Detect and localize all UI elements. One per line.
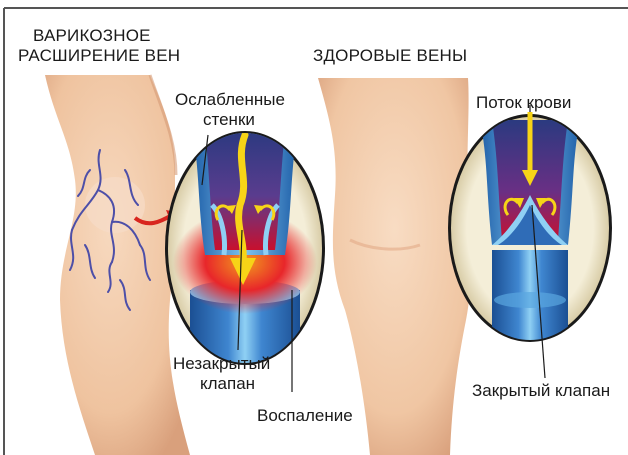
healthy-vein-closeup <box>448 112 612 350</box>
label-weakened-walls-line1: Ослабленные <box>175 90 285 109</box>
label-weakened-walls-line2: стенки <box>203 110 255 129</box>
varicose-vein-closeup <box>165 130 325 380</box>
label-open-valve-line2: клапан <box>200 374 255 393</box>
label-open-valve-line1: Незакрытый <box>173 354 270 373</box>
label-closed-valve: Закрытый клапан <box>472 381 610 400</box>
title-healthy: ЗДОРОВЫЕ ВЕНЫ <box>313 46 467 65</box>
title-varicose-line2: РАСШИРЕНИЕ ВЕН <box>18 46 180 65</box>
healthy-leg <box>318 78 471 455</box>
label-inflammation: Воспаление <box>257 406 353 425</box>
label-blood-flow: Поток крови <box>476 93 571 112</box>
title-varicose-line1: ВАРИКОЗНОЕ <box>33 26 151 45</box>
